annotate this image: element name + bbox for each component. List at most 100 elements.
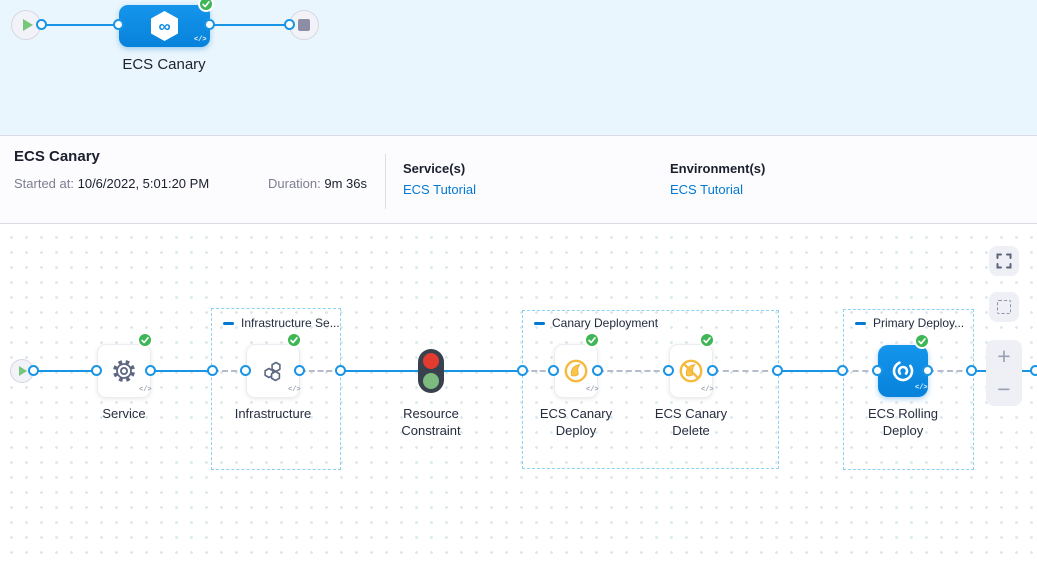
connector-line-dashed (843, 370, 878, 372)
connector-dot (548, 365, 559, 376)
fullscreen-icon (996, 253, 1012, 269)
group-header-primary-deployment[interactable]: Primary Deploy... (855, 316, 964, 330)
play-icon (19, 366, 27, 376)
step-node-infrastructure[interactable] (246, 344, 300, 398)
code-icon: </> (194, 36, 207, 44)
execution-summary-bar: ECS Canary Started at: 10/6/2022, 5:01:2… (0, 136, 1037, 224)
gear-icon (113, 360, 135, 382)
collapse-icon[interactable] (855, 321, 866, 325)
group-header-infrastructure[interactable]: Infrastructure Se... (223, 316, 340, 330)
environments-link[interactable]: ECS Tutorial (670, 182, 743, 197)
play-icon (22, 19, 33, 31)
connector-line-dashed (928, 370, 972, 372)
stage-label[interactable]: ECS Canary (122, 56, 206, 73)
collapse-icon[interactable] (534, 321, 545, 325)
step-node-ecs-rolling-deploy[interactable] (878, 345, 928, 397)
connector-dot (663, 365, 674, 376)
step-label-ecs-canary-delete: ECS Canary Delete (654, 406, 728, 438)
environments-label: Environment(s) (670, 161, 766, 176)
connector-dot (837, 365, 848, 376)
traffic-light-red (423, 353, 439, 369)
connector-dot (335, 365, 346, 376)
stage-graph-panel: ∞ </> ECS Canary (0, 0, 1037, 136)
connector-line-dashed (300, 370, 341, 372)
step-label-service: Service (102, 406, 146, 421)
code-icon: </> (288, 386, 301, 394)
step-node-resource-constraint[interactable] (418, 349, 444, 393)
services-label: Service(s) (403, 161, 466, 176)
connector-dot (517, 365, 528, 376)
marquee-icon (997, 300, 1011, 314)
execution-graph-canvas[interactable]: Infrastructure Se... Canary Deployment P… (0, 224, 1037, 564)
code-icon: </> (139, 386, 152, 394)
success-check-icon (584, 332, 600, 348)
canary-deploy-icon (564, 359, 588, 383)
stop-icon (298, 19, 310, 31)
connector-line (210, 24, 290, 26)
step-node-ecs-canary-delete[interactable] (669, 344, 713, 398)
group-box-infrastructure (211, 308, 341, 470)
success-check-icon (198, 0, 214, 12)
duration-label: Duration: (268, 176, 321, 191)
connector-line (779, 370, 843, 372)
connector-dot (207, 365, 218, 376)
connector-line (42, 24, 119, 26)
connector-dot (28, 365, 39, 376)
divider (385, 154, 386, 209)
success-check-icon (286, 332, 302, 348)
success-check-icon (699, 332, 715, 348)
success-check-icon (137, 332, 153, 348)
step-label-ecs-rolling-deploy: ECS Rolling Deploy (867, 406, 939, 438)
stage-node-ecs-canary[interactable]: ∞ (119, 5, 210, 47)
duration-value: 9m 36s (324, 176, 368, 191)
zoom-out-button[interactable]: − (997, 376, 1011, 402)
cd-pipeline-icon: ∞ (151, 11, 178, 41)
group-label: Infrastructure Se... (241, 316, 340, 330)
connector-dot (1030, 365, 1037, 376)
connector-dot (872, 365, 883, 376)
connector-dot (36, 19, 47, 30)
step-label-resource-constraint: Resource Constraint (401, 406, 461, 438)
connector-line (34, 370, 97, 372)
ecs-logo-icon (892, 360, 914, 382)
started-value: 10/6/2022, 5:01:20 PM (77, 176, 210, 191)
connector-dot (707, 365, 718, 376)
connector-dot (772, 365, 783, 376)
code-icon: </> (915, 384, 928, 392)
connector-line-dashed (523, 370, 554, 372)
canary-delete-icon (679, 359, 703, 383)
marquee-select-button[interactable] (989, 292, 1019, 322)
started-label: Started at: (14, 176, 74, 191)
duration: Duration: 9m 36s (268, 176, 367, 191)
connector-line (151, 370, 213, 372)
connector-dot (91, 365, 102, 376)
connector-dot (113, 19, 124, 30)
code-icon: </> (701, 386, 714, 394)
group-label: Primary Deploy... (873, 316, 965, 330)
infrastructure-hexagons-icon (264, 361, 281, 382)
services-link[interactable]: ECS Tutorial (403, 182, 476, 197)
group-header-canary-deployment[interactable]: Canary Deployment (534, 316, 658, 330)
zoom-panel: + − (986, 340, 1022, 406)
connector-dot (966, 365, 977, 376)
connector-line-dashed (598, 370, 669, 372)
fullscreen-button[interactable] (989, 246, 1019, 276)
step-node-ecs-canary-deploy[interactable] (554, 344, 598, 398)
traffic-light-green (423, 373, 439, 389)
connector-dot (592, 365, 603, 376)
connector-dot (240, 365, 251, 376)
connector-dot (204, 19, 215, 30)
zoom-in-button[interactable]: + (997, 343, 1011, 369)
connector-dot (145, 365, 156, 376)
group-box-canary-deployment (522, 310, 779, 469)
step-label-infrastructure: Infrastructure (234, 406, 312, 421)
code-icon: </> (586, 386, 599, 394)
connector-dot (922, 365, 933, 376)
connector-line-dashed (213, 370, 246, 372)
collapse-icon[interactable] (223, 321, 234, 325)
group-box-primary-deployment (843, 309, 974, 470)
connector-line-dashed (713, 370, 778, 372)
environments-block: Environment(s) ECS Tutorial (670, 161, 765, 197)
connector-dot (284, 19, 295, 30)
